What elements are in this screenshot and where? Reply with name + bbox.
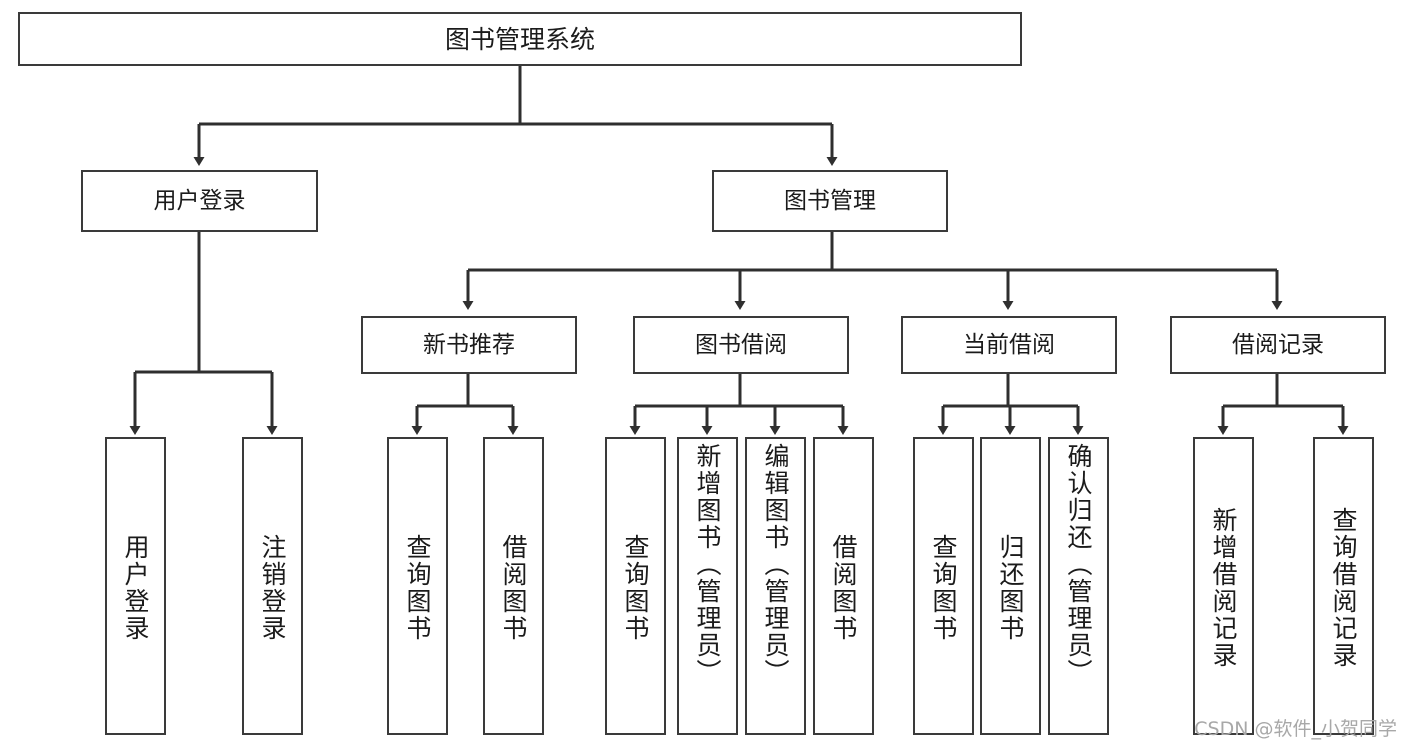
node-leaf-query-book-current[interactable]: 查询图书: [913, 437, 974, 735]
node-label: 用户登录: [153, 187, 246, 214]
edges-root-to-level2: [193, 66, 838, 166]
node-leaf-query-book-recommend[interactable]: 查询图书: [387, 437, 448, 735]
node-label: 借阅记录: [1232, 331, 1324, 358]
node-label: 查询图书: [621, 534, 650, 642]
node-label: 借阅图书: [829, 534, 858, 642]
node-label: 借阅图书: [499, 534, 528, 642]
node-label: 用户登录: [121, 534, 150, 642]
node-borrow-record[interactable]: 借阅记录: [1170, 316, 1386, 374]
node-label: 图书管理: [784, 187, 876, 214]
node-label: 新书推荐: [423, 331, 515, 358]
node-leaf-user-login[interactable]: 用户登录: [105, 437, 166, 735]
node-label: 编辑图书（管理员）: [761, 443, 790, 686]
node-label: 图书借阅: [695, 331, 787, 358]
node-system-root[interactable]: 图书管理系统: [18, 12, 1022, 66]
node-leaf-return-book[interactable]: 归还图书: [980, 437, 1041, 735]
node-leaf-logout-login[interactable]: 注销登录: [242, 437, 303, 735]
node-label: 新增借阅记录: [1209, 507, 1238, 669]
node-leaf-borrow-book-recommend[interactable]: 借阅图书: [483, 437, 544, 735]
node-label: 图书管理系统: [444, 24, 595, 54]
node-current-borrow[interactable]: 当前借阅: [901, 316, 1117, 374]
node-leaf-add-book[interactable]: 新增图书（管理员）: [677, 437, 738, 735]
node-label: 归还图书: [996, 534, 1025, 642]
edges-borrow-record-to-leaves: [1217, 374, 1349, 435]
edges-level2-to-level3: [462, 232, 1283, 310]
node-leaf-query-borrow-record[interactable]: 查询借阅记录: [1313, 437, 1374, 735]
node-leaf-add-borrow-record[interactable]: 新增借阅记录: [1193, 437, 1254, 735]
node-label: 确认归还（管理员）: [1064, 443, 1093, 686]
edges-new-book-recommend-to-leaves: [411, 374, 519, 435]
node-leaf-edit-book[interactable]: 编辑图书（管理员）: [745, 437, 806, 735]
node-leaf-query-book-borrow[interactable]: 查询图书: [605, 437, 666, 735]
node-book-borrow[interactable]: 图书借阅: [633, 316, 849, 374]
node-label: 注销登录: [258, 534, 287, 642]
node-book-manage[interactable]: 图书管理: [712, 170, 948, 232]
node-label: 当前借阅: [963, 331, 1055, 358]
edges-book-borrow-to-leaves: [629, 374, 849, 435]
edges-current-borrow-to-leaves: [937, 374, 1084, 435]
node-leaf-borrow-book[interactable]: 借阅图书: [813, 437, 874, 735]
node-label: 查询借阅记录: [1329, 507, 1358, 669]
node-leaf-confirm-return[interactable]: 确认归还（管理员）: [1048, 437, 1109, 735]
edges-user-login-to-leaves: [129, 232, 278, 435]
node-user-login[interactable]: 用户登录: [81, 170, 318, 232]
node-new-book-recommend[interactable]: 新书推荐: [361, 316, 577, 374]
node-label: 查询图书: [403, 534, 432, 642]
node-label: 查询图书: [929, 534, 958, 642]
node-label: 新增图书（管理员）: [693, 443, 722, 686]
